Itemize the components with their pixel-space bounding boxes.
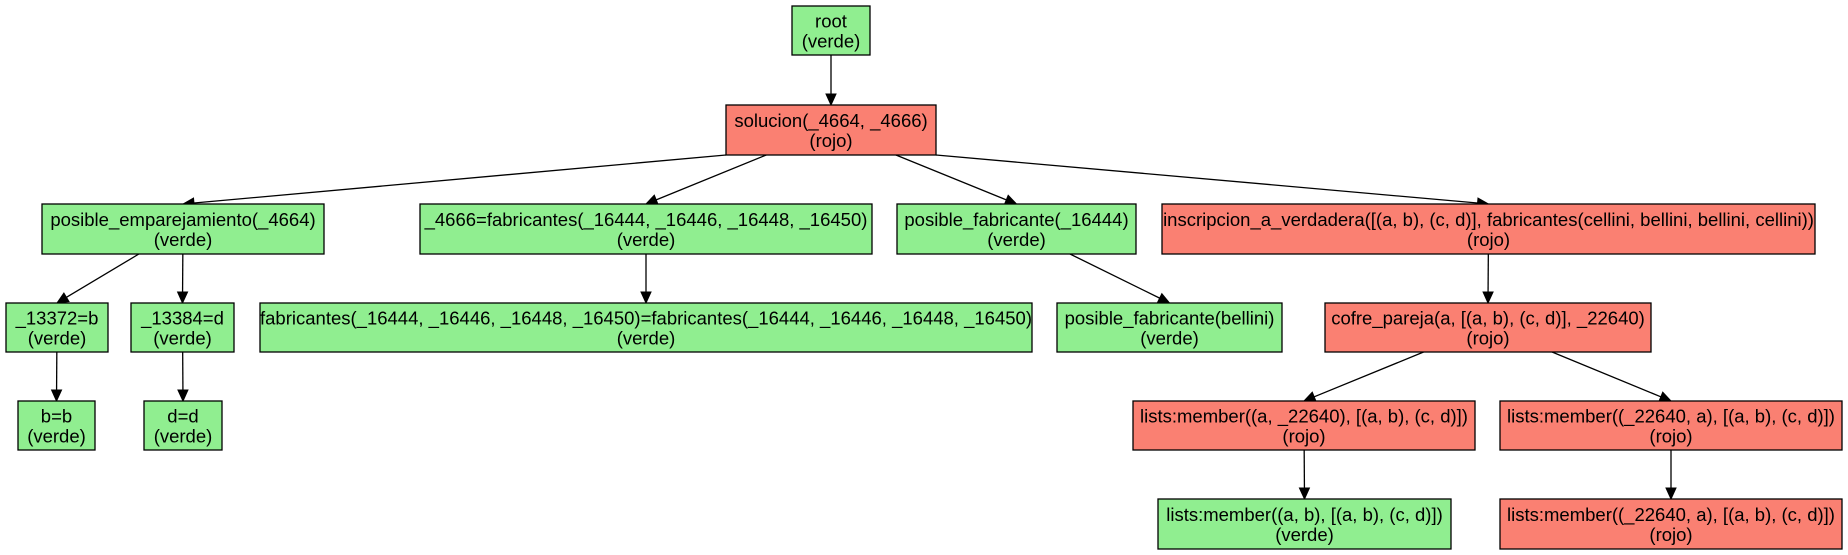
- node-status: (verde): [154, 229, 213, 250]
- node-box: [143, 400, 223, 451]
- tree-node-solucion: solucion(_4664, _4666)(rojo): [725, 104, 937, 156]
- node-label: posible_fabricante(_16444): [904, 209, 1128, 231]
- arrowhead: [50, 389, 63, 403]
- tree-node-posible-fabricante-bellini: posible_fabricante(bellini)(verde): [1056, 302, 1283, 353]
- node-status: (verde): [1140, 328, 1199, 349]
- node-box: [419, 203, 873, 255]
- tree-node-inscripcion: inscripcion_a_verdadera([(a, b), (c, d)]…: [1161, 203, 1816, 255]
- tree-node-bb: b=b(verde): [17, 400, 96, 451]
- node-label: lists:member((_22640, a), [(a, b), (c, d…: [1507, 406, 1835, 428]
- node-box: [1499, 400, 1843, 451]
- tree-node-member-b: lists:member((_22640, a), [(a, b), (c, d…: [1499, 400, 1843, 451]
- arrowhead: [1298, 487, 1311, 501]
- arrowhead: [644, 194, 659, 206]
- arrowhead: [1302, 391, 1317, 402]
- node-label: lists:member((a, _22640), [(a, b), (c, d…: [1140, 406, 1468, 428]
- node-label: cofre_pareja(a, [(a, b), (c, d)], _22640…: [1331, 308, 1645, 330]
- node-status: (rojo): [1282, 426, 1325, 447]
- node-box: [259, 302, 1033, 353]
- node-box: [130, 302, 235, 353]
- node-label: d=d: [167, 406, 198, 427]
- tree-node-posible-emparejamiento: posible_emparejamiento(_4664)(verde): [41, 203, 325, 255]
- node-box: [725, 104, 937, 156]
- node-label: fabricantes(_16444, _16446, _16448, _164…: [260, 308, 1032, 330]
- tree-node-root: root(verde): [791, 5, 871, 56]
- node-label: lists:member((a, b), [(a, b), (c, d)]): [1166, 504, 1443, 525]
- edge-posible-emparejamiento-to-eq-13372: [66, 253, 140, 298]
- arrowhead: [1482, 291, 1494, 305]
- node-label: inscripcion_a_verdadera([(a, b), (c, d)]…: [1163, 209, 1814, 231]
- tree-node-cofre-pareja: cofre_pareja(a, [(a, b), (c, d)], _22640…: [1324, 302, 1652, 353]
- node-label: solucion(_4664, _4666): [734, 110, 927, 132]
- node-box: [1161, 203, 1816, 255]
- arrowhead: [1156, 292, 1171, 304]
- arrowhead: [1658, 391, 1673, 402]
- node-box: [1056, 302, 1283, 353]
- node-label: _13372=b: [15, 308, 99, 330]
- tree-node-eq-fabricantes: _4666=fabricantes(_16444, _16446, _16448…: [419, 203, 873, 255]
- node-status: (verde): [27, 426, 86, 447]
- arrowhead: [1003, 194, 1018, 206]
- arrowhead: [640, 291, 652, 305]
- node-label: posible_fabricante(bellini): [1065, 308, 1275, 330]
- edges-layer: [50, 55, 1677, 501]
- tree-node-fabricantes-unif: fabricantes(_16444, _16446, _16448, _164…: [259, 302, 1033, 353]
- node-box: [791, 5, 871, 56]
- node-status: (verde): [617, 328, 676, 349]
- tree-node-posible-fabricante: posible_fabricante(_16444)(verde): [896, 203, 1137, 255]
- edge-solucion-to-inscripcion: [935, 154, 1478, 204]
- node-label: _13384=d: [140, 308, 224, 330]
- node-label: _4666=fabricantes(_16444, _16446, _16448…: [424, 209, 868, 231]
- node-status: (rojo): [1649, 524, 1692, 545]
- edge-solucion-to-posible-emparejamiento: [193, 154, 727, 204]
- tree-node-member-ab: lists:member((a, b), [(a, b), (c, d)])(v…: [1157, 498, 1452, 550]
- node-label: posible_emparejamiento(_4664): [50, 209, 315, 231]
- nodes-layer: root(verde)solucion(_4664, _4666)(rojo)p…: [5, 5, 1843, 550]
- node-status: (verde): [28, 328, 87, 349]
- node-status: (rojo): [809, 130, 852, 151]
- node-status: (rojo): [1466, 328, 1509, 349]
- edge-cofre-pareja-to-member-b: [1551, 351, 1662, 398]
- node-box: [17, 400, 96, 451]
- tree-node-eq-13384: _13384=d(verde): [130, 302, 235, 353]
- node-status: (verde): [154, 426, 213, 447]
- node-status: (verde): [802, 31, 861, 52]
- node-box: [5, 302, 109, 353]
- node-box: [1132, 400, 1476, 451]
- arrowhead: [55, 292, 70, 304]
- tree-node-member-a: lists:member((a, _22640), [(a, b), (c, d…: [1132, 400, 1476, 451]
- node-status: (verde): [617, 229, 676, 250]
- tree-node-member-b2: lists:member((_22640, a), [(a, b), (c, d…: [1499, 498, 1843, 550]
- node-box: [1499, 498, 1843, 550]
- edge-cofre-pareja-to-member-a: [1313, 351, 1424, 398]
- arrowhead: [177, 389, 189, 403]
- arrowhead: [1665, 487, 1677, 501]
- node-status: (verde): [153, 328, 212, 349]
- edge-solucion-to-posible-fabricante: [895, 154, 1007, 201]
- arrowhead: [176, 291, 189, 305]
- node-status: (rojo): [1467, 229, 1510, 250]
- tree-node-eq-13372: _13372=b(verde): [5, 302, 109, 353]
- node-box: [41, 203, 325, 255]
- node-box: [896, 203, 1137, 255]
- node-status: (verde): [1275, 524, 1334, 545]
- arrowhead: [825, 93, 837, 107]
- node-label: lists:member((_22640, a), [(a, b), (c, d…: [1507, 504, 1835, 526]
- node-box: [1157, 498, 1452, 550]
- node-label: root: [815, 11, 847, 32]
- tree-node-dd: d=d(verde): [143, 400, 223, 451]
- edge-posible-fabricante-to-posible-fabricante-bellini: [1069, 253, 1160, 299]
- node-status: (rojo): [1649, 426, 1692, 447]
- node-label: b=b: [41, 406, 72, 427]
- edge-solucion-to-eq-fabricantes: [655, 154, 767, 201]
- node-box: [1324, 302, 1652, 353]
- node-status: (verde): [987, 229, 1046, 250]
